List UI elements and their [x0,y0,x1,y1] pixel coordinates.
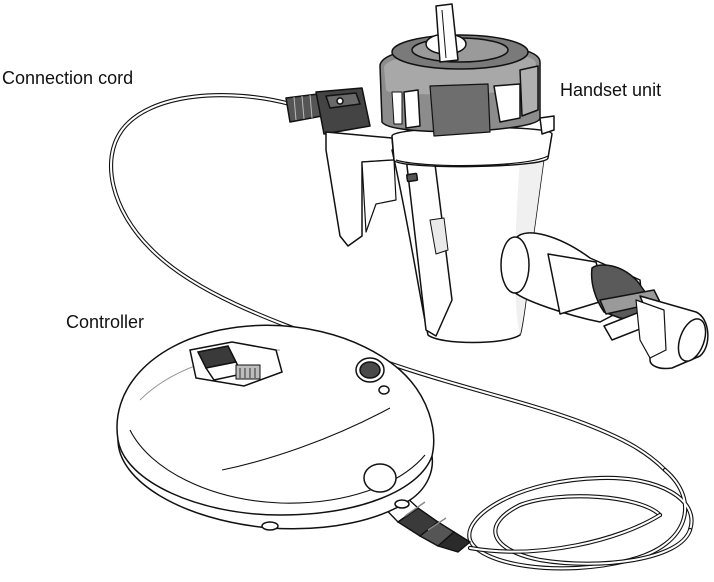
label-controller: Controller [66,312,145,332]
cord-main-loop-inner [110,94,666,471]
cord-to-controller-inner [469,514,661,553]
controller [116,324,435,531]
handset-unit [285,3,709,370]
indicator-light-icon [378,385,390,395]
cord-coil-inner-inner [494,495,691,565]
connection-cord [108,93,694,571]
label-connection-cord: Connection cord [2,68,134,88]
cord-coil-outer-inner [468,469,693,570]
handset-key [435,3,459,63]
label-handset-unit: Handset unit [560,80,662,100]
power-button-icon [355,357,385,383]
handset-plug [285,87,371,135]
